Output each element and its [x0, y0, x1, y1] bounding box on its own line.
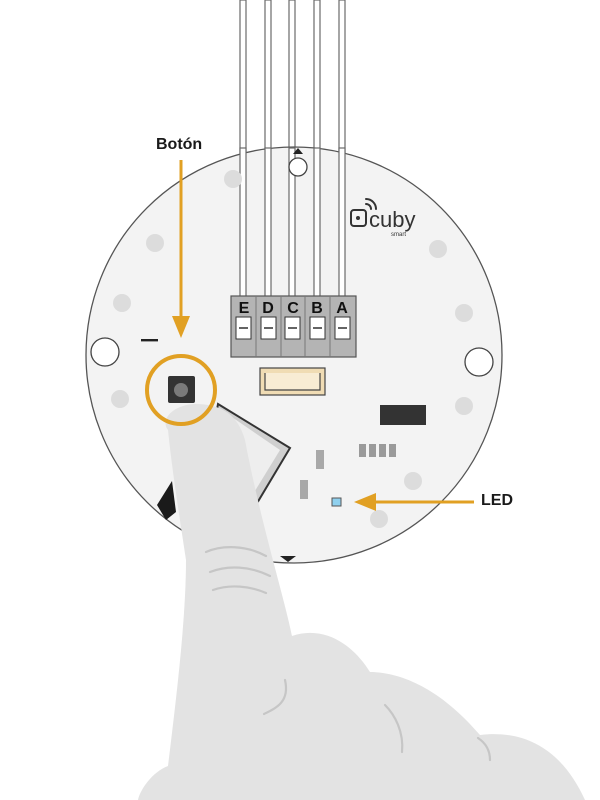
wifi-signal-icon	[365, 198, 377, 210]
terminal-block: E D C B A	[230, 295, 357, 358]
bottom-marker-icon	[280, 556, 296, 562]
led-indicator	[331, 497, 342, 507]
smd-array	[359, 444, 396, 457]
terminal-label-c: C	[287, 300, 299, 317]
brand-name: cuby	[369, 207, 415, 232]
terminal-label-d: D	[262, 300, 274, 317]
top-marker-icon	[293, 148, 303, 154]
power-plug-icon	[350, 209, 367, 227]
hand	[138, 402, 585, 800]
minus-marker	[141, 339, 158, 342]
terminal-label-a: A	[336, 300, 348, 317]
connector	[259, 367, 326, 396]
brand-tagline: smart	[391, 232, 406, 238]
board-pads	[111, 170, 473, 528]
button-highlight-ring	[145, 354, 217, 426]
led-callout-label: LED	[481, 492, 513, 509]
led-arrow	[354, 493, 474, 511]
resistor	[316, 450, 324, 469]
brand-logo: cuby smart	[350, 198, 415, 238]
button-callout-label: Botón	[156, 136, 203, 153]
terminal-label-b: B	[311, 300, 323, 317]
reset-button-cap	[174, 383, 188, 397]
mounting-holes	[90, 157, 494, 377]
terminal-label-e: E	[239, 300, 250, 317]
resistor	[300, 480, 308, 499]
button-arrow	[172, 160, 190, 338]
chip	[380, 405, 426, 425]
